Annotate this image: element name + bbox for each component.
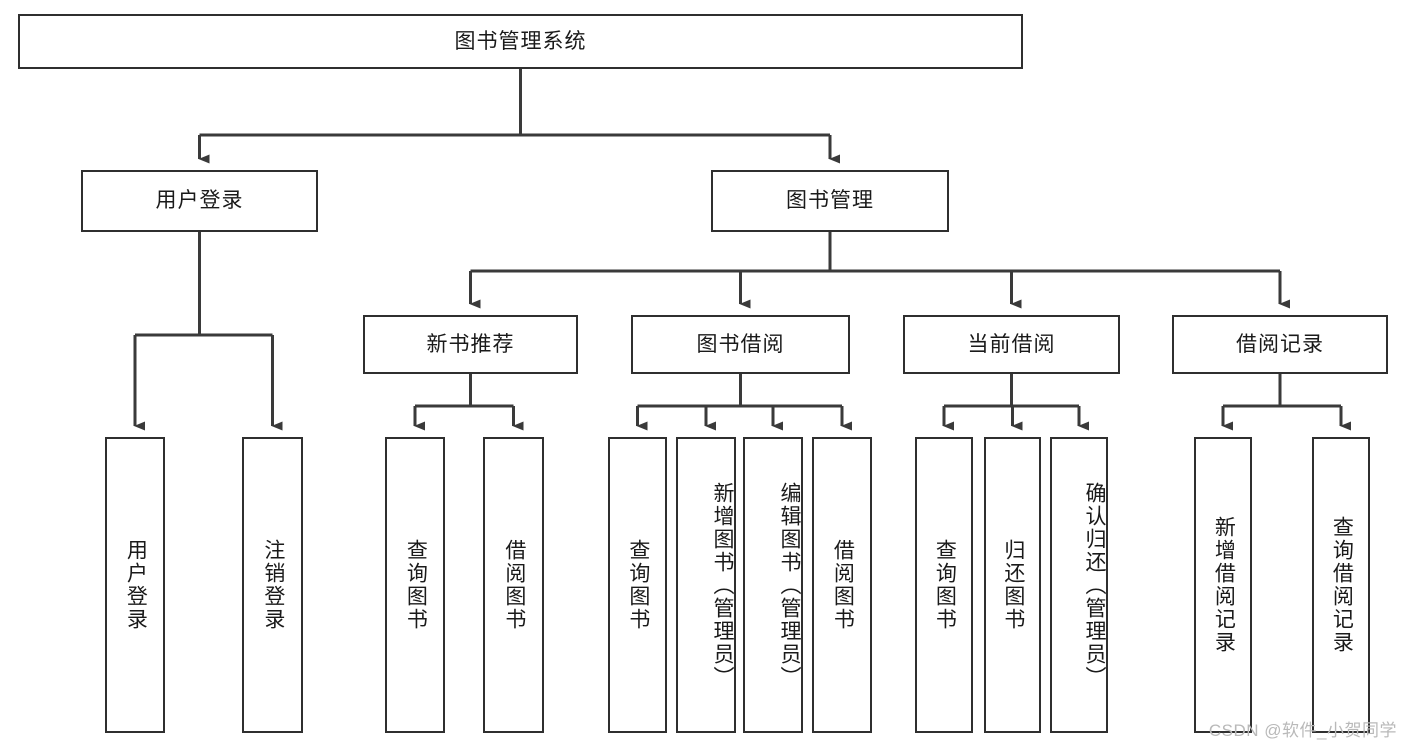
node-leaf-query-book-recommend-label: 查询图书: [404, 539, 428, 631]
node-user-login-label: 用户登录: [155, 189, 244, 213]
node-leaf-query-book-borrow[interactable]: 查询图书: [608, 437, 667, 733]
node-leaf-query-book-borrow-label: 查询图书: [626, 539, 650, 631]
node-borrow-record-label: 借阅记录: [1236, 332, 1324, 356]
node-leaf-edit-book-admin-label: 编辑图书（管理员）: [778, 481, 801, 689]
node-leaf-query-book-current-label: 查询图书: [933, 539, 957, 631]
node-leaf-user-login-label: 用户登录: [124, 539, 148, 631]
node-leaf-return-book[interactable]: 归还图书: [984, 437, 1041, 733]
node-leaf-borrow-book-label: 借阅图书: [831, 539, 855, 631]
node-user-login[interactable]: 用户登录: [81, 170, 318, 232]
node-current-borrow-label: 当前借阅: [967, 332, 1056, 356]
node-book-management-label: 图书管理: [786, 189, 874, 213]
node-root[interactable]: 图书管理系统: [18, 14, 1023, 69]
node-leaf-query-book-recommend[interactable]: 查询图书: [385, 437, 445, 733]
node-leaf-borrow-book-recommend[interactable]: 借阅图书: [483, 437, 544, 733]
node-leaf-add-book-admin[interactable]: 新增图书（管理员）: [676, 437, 736, 733]
watermark-text: CSDN @软件_小贺同学: [1208, 721, 1397, 740]
node-leaf-return-book-label: 归还图书: [1001, 539, 1025, 631]
node-leaf-query-book-current[interactable]: 查询图书: [915, 437, 973, 733]
node-root-label: 图书管理系统: [454, 29, 587, 53]
node-leaf-confirm-return-admin[interactable]: 确认归还（管理员）: [1050, 437, 1108, 733]
node-leaf-query-borrow-record-label: 查询借阅记录: [1330, 516, 1354, 654]
node-current-borrow[interactable]: 当前借阅: [903, 315, 1120, 374]
node-new-book-recommend-label: 新书推荐: [426, 332, 515, 356]
node-leaf-add-borrow-record[interactable]: 新增借阅记录: [1194, 437, 1252, 733]
node-leaf-edit-book-admin[interactable]: 编辑图书（管理员）: [743, 437, 803, 733]
node-borrow-record[interactable]: 借阅记录: [1172, 315, 1388, 374]
node-leaf-add-borrow-record-label: 新增借阅记录: [1212, 516, 1236, 654]
node-book-management[interactable]: 图书管理: [711, 170, 949, 232]
node-new-book-recommend[interactable]: 新书推荐: [363, 315, 578, 374]
node-book-borrow[interactable]: 图书借阅: [631, 315, 850, 374]
node-leaf-query-borrow-record[interactable]: 查询借阅记录: [1312, 437, 1370, 733]
node-leaf-confirm-return-admin-label: 确认归还（管理员）: [1083, 481, 1106, 689]
node-leaf-borrow-book[interactable]: 借阅图书: [812, 437, 872, 733]
node-leaf-borrow-book-recommend-label: 借阅图书: [502, 539, 526, 631]
node-leaf-logout[interactable]: 注销登录: [242, 437, 303, 733]
node-leaf-user-login[interactable]: 用户登录: [105, 437, 165, 733]
node-leaf-add-book-admin-label: 新增图书（管理员）: [711, 481, 734, 689]
node-leaf-logout-label: 注销登录: [261, 539, 285, 631]
node-book-borrow-label: 图书借阅: [696, 332, 785, 356]
